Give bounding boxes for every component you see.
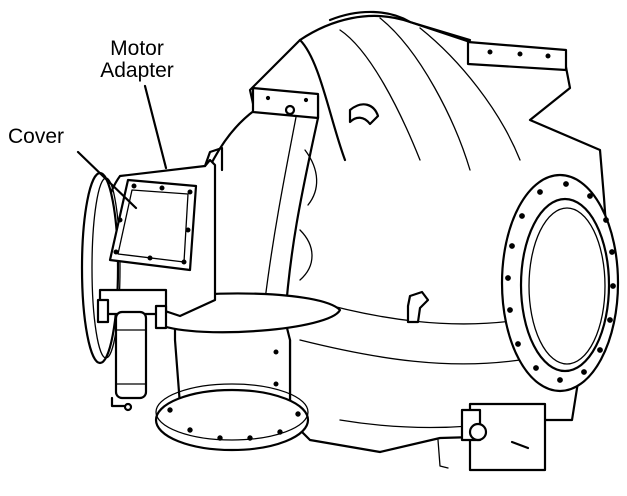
discharge-flange — [500, 173, 620, 393]
motor-adapter-label: Motor Adapter — [78, 38, 196, 82]
filter-assembly — [96, 288, 168, 412]
cover-label: Cover — [8, 125, 65, 148]
cover-leader — [76, 150, 138, 210]
motor-adapter-label-line-2: Adapter — [100, 59, 174, 82]
bottom-bracket — [437, 402, 547, 472]
motor-adapter-leader — [143, 84, 168, 170]
motor-adapter-label-line-1: Motor — [110, 37, 164, 60]
side-fitting — [406, 290, 430, 324]
top-boss — [348, 103, 380, 126]
